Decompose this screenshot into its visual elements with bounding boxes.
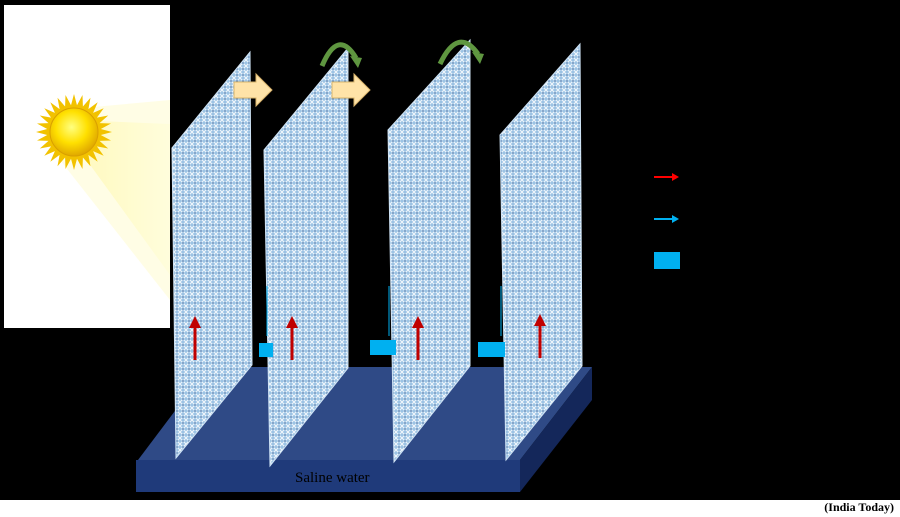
legend-item bbox=[654, 173, 679, 181]
red-arrow-icon bbox=[189, 316, 201, 360]
base-top bbox=[138, 367, 592, 460]
red-arrow-icon bbox=[286, 316, 298, 360]
blue-block-icon bbox=[654, 252, 680, 269]
sun-disc bbox=[49, 107, 99, 157]
legend-item bbox=[654, 215, 679, 223]
heat-arrow-icon bbox=[233, 72, 273, 108]
sun-panel bbox=[4, 5, 170, 328]
curl-arrow-icon bbox=[319, 42, 362, 68]
blue-block-icon bbox=[478, 342, 505, 357]
panel-1 bbox=[171, 50, 253, 460]
base-label: Saline water bbox=[295, 470, 370, 486]
base-side bbox=[520, 367, 592, 492]
red-arrow-icon bbox=[412, 316, 424, 360]
panels bbox=[171, 38, 583, 468]
curl-arrow-icon bbox=[437, 39, 484, 66]
condensate-drip bbox=[266, 286, 502, 336]
red-arrow-icon bbox=[534, 314, 546, 358]
legend bbox=[654, 173, 680, 269]
panel-2 bbox=[263, 46, 349, 468]
blue-block-icon bbox=[370, 340, 396, 355]
heat-arrow-icon bbox=[331, 72, 371, 108]
legend-item bbox=[654, 252, 680, 269]
blue-block-icon bbox=[259, 343, 273, 357]
credit-text: (India Today) bbox=[824, 500, 894, 514]
base-front bbox=[136, 460, 520, 492]
saline-water-base bbox=[136, 367, 592, 492]
sun-icon bbox=[36, 94, 112, 170]
